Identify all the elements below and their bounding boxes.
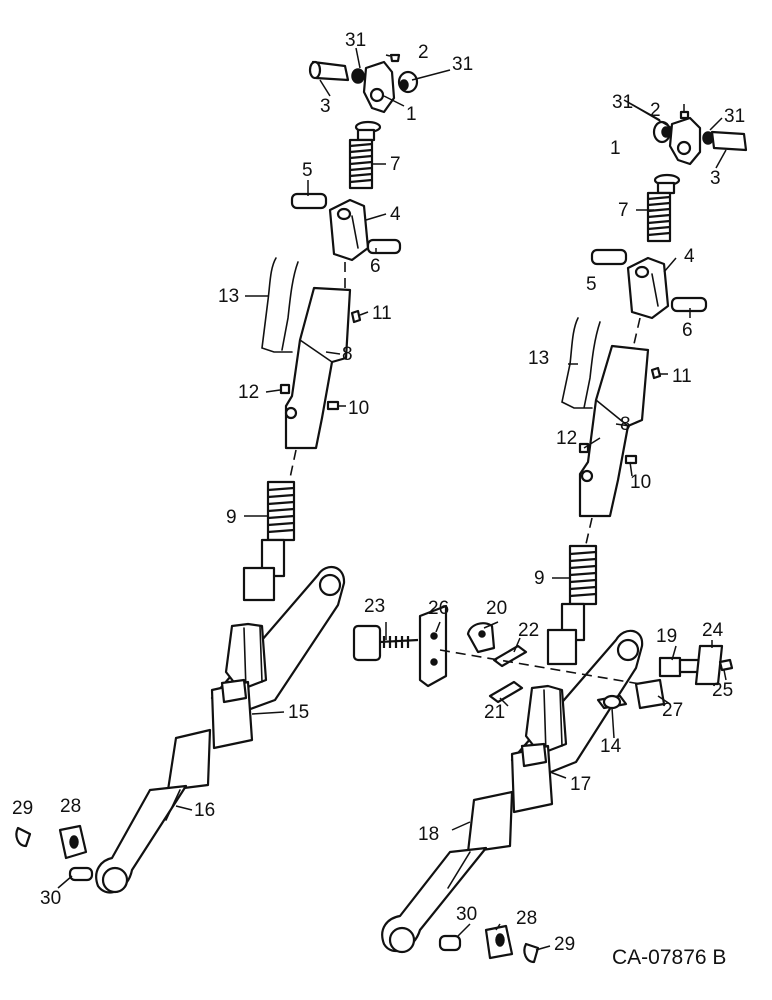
callout-21: 21 xyxy=(484,702,505,723)
callout-1: 1 xyxy=(610,138,621,159)
callout-12: 12 xyxy=(556,428,577,449)
right-mid-clevis xyxy=(590,248,708,345)
figure-code: CA-07876 B xyxy=(612,946,726,969)
callout-5: 5 xyxy=(586,274,597,295)
callout-8: 8 xyxy=(342,344,353,365)
callout-17: 17 xyxy=(570,774,591,795)
callout-16: 16 xyxy=(194,800,215,821)
callout-29: 29 xyxy=(554,934,575,955)
callout-14: 14 xyxy=(600,736,622,757)
callout-6: 6 xyxy=(682,320,693,341)
callout-12: 12 xyxy=(238,382,259,403)
callout-labels: 31 2 31 3 1 7 5 4 6 13 11 8 12 10 9 15 1… xyxy=(12,30,745,969)
left-upper-screw xyxy=(348,120,382,190)
callout-4: 4 xyxy=(684,246,695,267)
right-lower-link-17 xyxy=(510,629,644,814)
right-tube-8 xyxy=(578,344,662,545)
callout-7: 7 xyxy=(618,200,629,221)
callout-27: 27 xyxy=(662,700,683,721)
right-extension-18 xyxy=(381,790,514,954)
callout-31: 31 xyxy=(452,54,473,75)
callout-13: 13 xyxy=(218,286,239,307)
leader-lines xyxy=(57,47,727,951)
callout-9: 9 xyxy=(226,507,237,528)
callout-1: 1 xyxy=(406,104,417,125)
callout-9: 9 xyxy=(534,568,545,589)
right-lower-screw xyxy=(546,544,598,666)
callout-10: 10 xyxy=(630,472,651,493)
right-upper-screw xyxy=(646,173,681,243)
callout-20: 20 xyxy=(486,598,507,619)
callout-28: 28 xyxy=(60,796,81,817)
callout-11: 11 xyxy=(672,366,692,387)
callout-31: 31 xyxy=(724,106,745,127)
right-bracket-parts xyxy=(352,604,734,710)
callout-15: 15 xyxy=(288,702,309,723)
left-top-clevis xyxy=(308,53,419,114)
callout-7: 7 xyxy=(390,154,401,175)
callout-25: 25 xyxy=(712,680,733,701)
callout-6: 6 xyxy=(370,256,381,277)
left-extension-16 xyxy=(95,728,212,894)
callout-13: 13 xyxy=(528,348,549,369)
left-small-parts xyxy=(15,824,94,882)
callout-11: 11 xyxy=(372,303,392,324)
callout-19: 19 xyxy=(656,626,677,647)
callout-23: 23 xyxy=(364,596,385,617)
callout-18: 18 xyxy=(418,824,439,845)
callout-10: 10 xyxy=(348,398,369,419)
callout-2: 2 xyxy=(418,42,429,63)
left-assembly xyxy=(15,53,419,894)
callout-4: 4 xyxy=(390,204,401,225)
right-small-parts xyxy=(438,924,540,964)
callout-3: 3 xyxy=(320,96,331,117)
callout-22: 22 xyxy=(518,620,539,641)
callout-24: 24 xyxy=(702,620,724,641)
left-lower-link-15 xyxy=(210,565,346,750)
right-assembly xyxy=(352,110,748,964)
right-wire-13 xyxy=(561,317,601,409)
callout-5: 5 xyxy=(302,160,313,181)
left-lower-screw xyxy=(242,480,296,602)
callout-3: 3 xyxy=(710,168,721,189)
left-mid-clevis xyxy=(290,192,402,288)
callout-30: 30 xyxy=(456,904,477,925)
callout-31: 31 xyxy=(345,30,366,51)
left-wire-13 xyxy=(261,257,299,353)
callout-29: 29 xyxy=(12,798,33,819)
left-tube-8 xyxy=(279,286,362,479)
callout-28: 28 xyxy=(516,908,537,929)
callout-31: 31 xyxy=(612,92,633,113)
callout-30: 30 xyxy=(40,888,61,909)
callout-26: 26 xyxy=(428,598,449,619)
callout-2: 2 xyxy=(650,100,661,121)
callout-8: 8 xyxy=(620,414,631,435)
